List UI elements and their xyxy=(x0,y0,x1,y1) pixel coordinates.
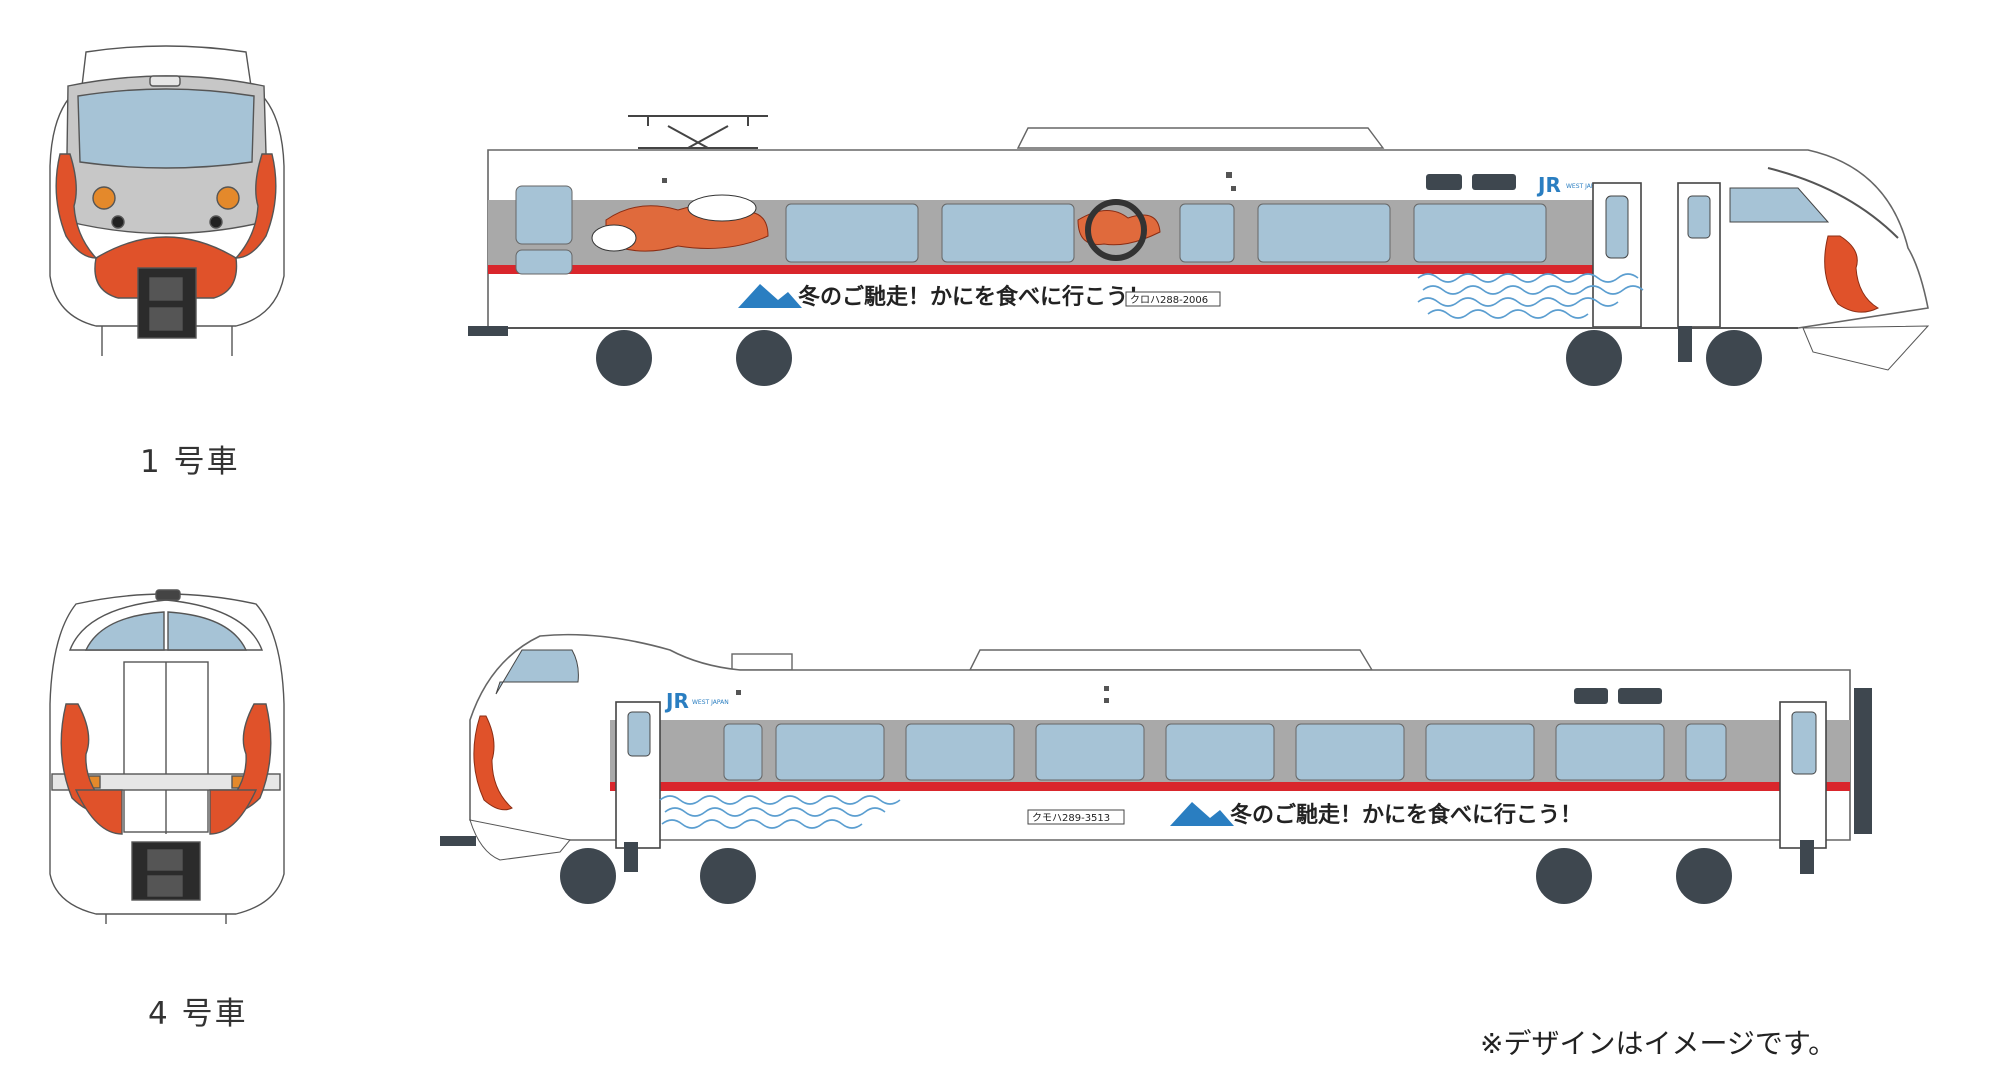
car1-number: クロハ288-2006 xyxy=(1130,294,1208,306)
car4-jr-logo: JR xyxy=(664,689,689,713)
car1-slogan: 冬のご馳走！かにを食べに行こう！ xyxy=(798,284,1150,310)
car4-number: クモハ289-3513 xyxy=(1032,812,1110,824)
car4-front-view xyxy=(49,589,285,924)
car1-label: 1 号車 xyxy=(140,444,240,480)
car1-side-view: JR WEST JAPAN 冬のご馳走！かにを食べに行こう！ クロハ288-20… xyxy=(468,115,1930,386)
car1-jr-logo: JR xyxy=(1536,173,1561,197)
design-note: ※デザインはイメージです。 xyxy=(1480,1027,1837,1060)
car4-slogan: 冬のご馳走！かにを食べに行こう！ xyxy=(1230,802,1582,828)
car4-side-view: JR WEST JAPAN クモハ289-3513 冬のご馳走！かにを食べに行こ… xyxy=(440,633,1872,904)
car1-jr-logo-sub: WEST JAPAN xyxy=(1566,183,1603,190)
car4-label: 4 号車 xyxy=(148,996,248,1032)
car4-jr-logo-sub: WEST JAPAN xyxy=(692,699,729,706)
car1-front-view xyxy=(49,45,285,356)
